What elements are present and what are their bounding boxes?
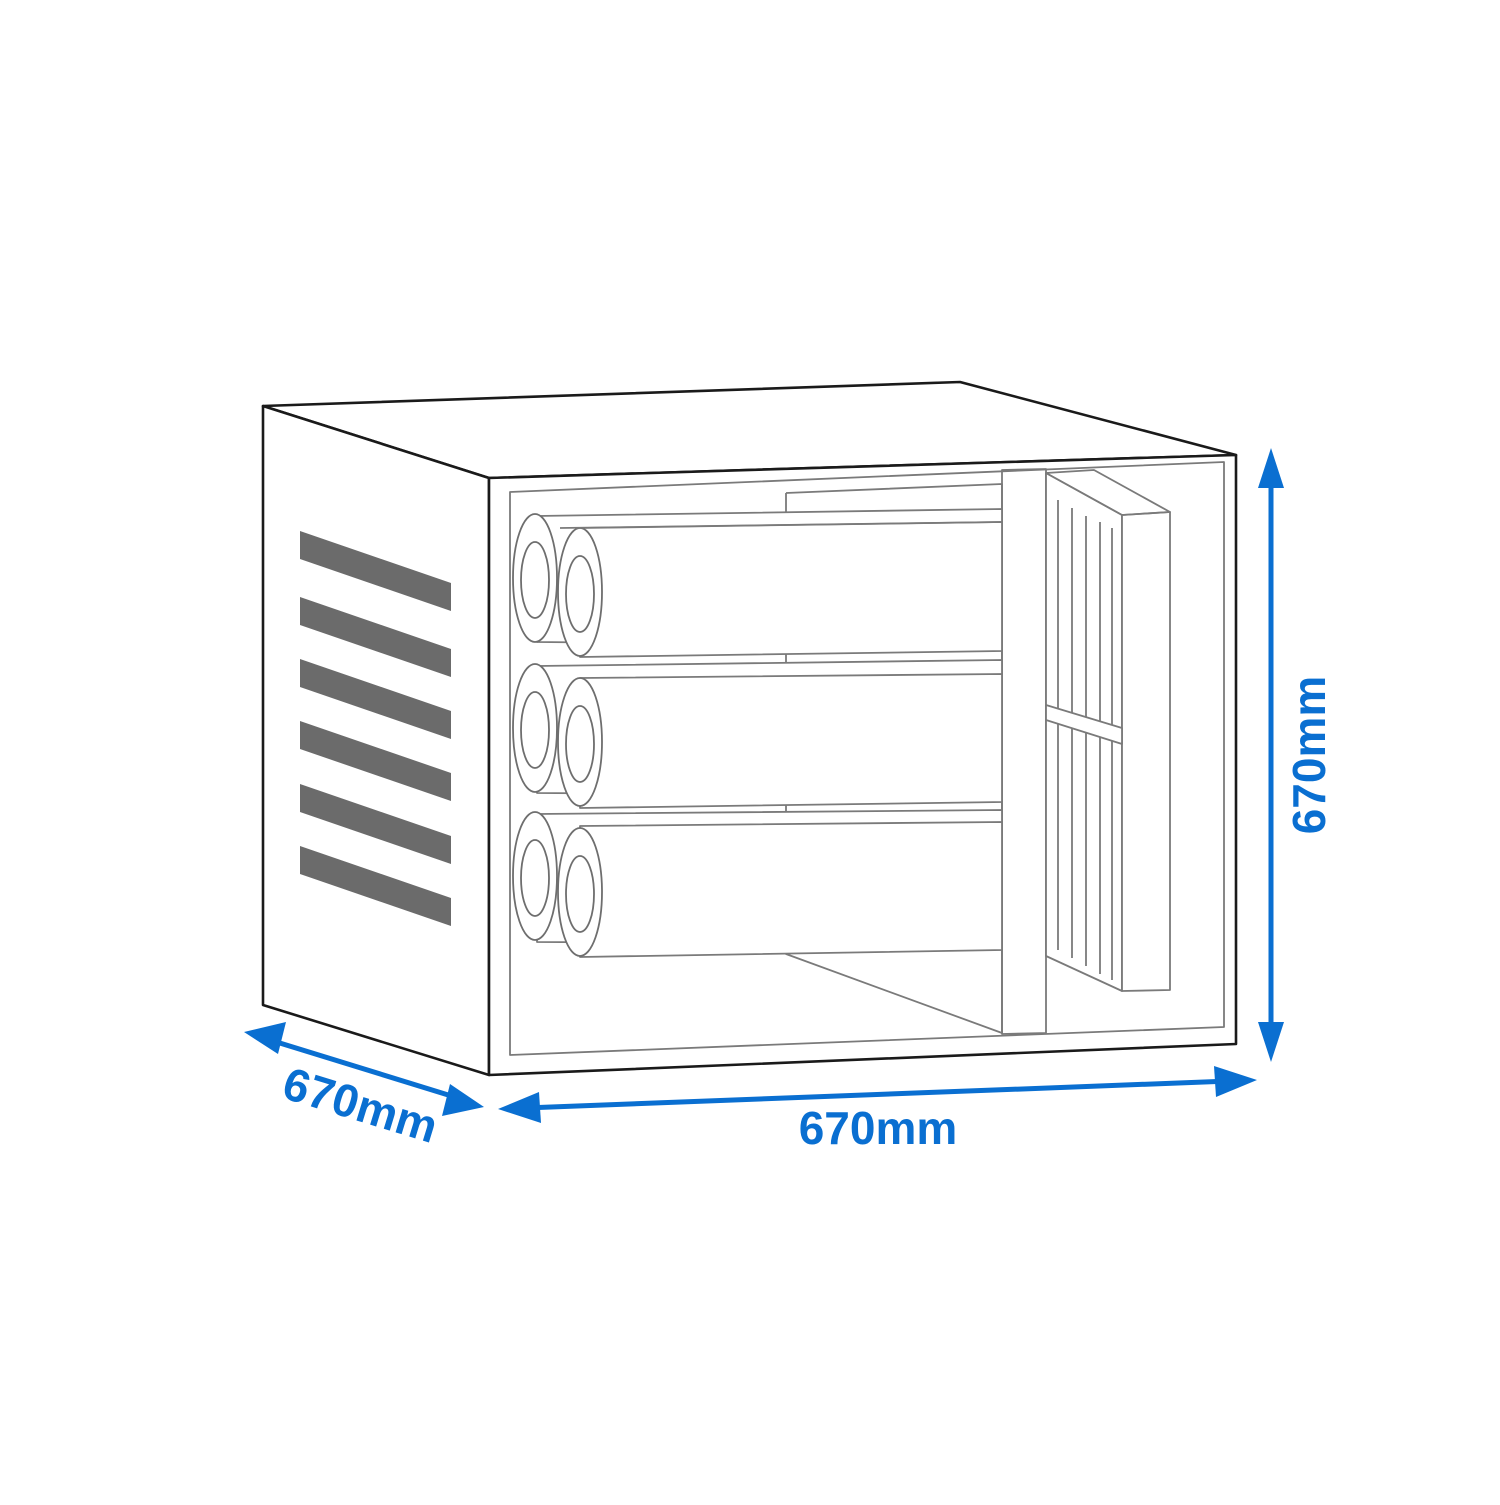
height-dimension: 670mm — [1258, 448, 1335, 1062]
width-dimension: 670mm — [498, 1066, 1257, 1154]
width-label: 670mm — [799, 1102, 958, 1154]
arrowhead-icon — [1258, 448, 1284, 488]
vent-slot — [300, 784, 451, 864]
door-grille — [1045, 469, 1171, 992]
inner-frame — [509, 461, 1225, 1056]
arrowhead-icon — [244, 1022, 286, 1054]
cabinet-side-face — [261, 404, 491, 1077]
arrowhead-icon — [442, 1084, 484, 1116]
arrowhead-icon — [1214, 1066, 1257, 1097]
vent-slot — [300, 531, 451, 611]
vent-slot — [300, 597, 451, 677]
roll-row — [512, 809, 1003, 958]
vent-slots — [300, 531, 451, 926]
grille-crossbar — [1045, 704, 1123, 745]
roll-row — [512, 508, 1003, 658]
arrowhead-icon — [498, 1092, 541, 1123]
vent-slot — [300, 721, 451, 801]
depth-label: 670mm — [277, 1057, 444, 1153]
height-label: 670mm — [1283, 676, 1335, 835]
vent-slot — [300, 659, 451, 739]
vent-slot — [300, 846, 451, 926]
grille-edge — [1121, 511, 1171, 992]
rolls — [512, 508, 1003, 958]
arrowhead-icon — [1258, 1022, 1284, 1062]
roll-row — [512, 659, 1003, 809]
